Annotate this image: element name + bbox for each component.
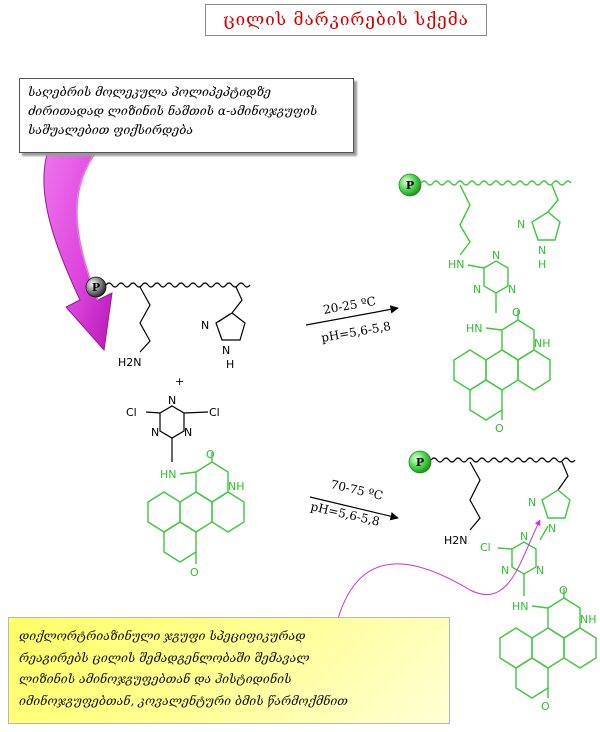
svg-text:Cl: Cl <box>480 541 491 554</box>
dye-reagent: Cl Cl N N N HN O NH O <box>126 394 245 579</box>
info-box: დიქლორტრიაზინული ჯგუფი სპეციფიკურად რეაგ… <box>8 617 450 724</box>
product1-protein-label: P <box>406 179 414 192</box>
svg-text:NH: NH <box>580 613 597 626</box>
protein-label: P <box>92 281 100 294</box>
svg-text:N: N <box>508 283 516 296</box>
svg-text:N: N <box>151 426 159 439</box>
svg-text:N: N <box>528 496 536 509</box>
svg-text:N: N <box>473 283 481 296</box>
svg-text:N: N <box>201 319 209 332</box>
imidazole-h: H <box>226 358 234 371</box>
svg-text:NH: NH <box>534 337 551 350</box>
protein-ball-green-icon <box>398 173 422 197</box>
note-line-1: საღებრის მოლეკულა პოლიპეპტიდზე <box>28 85 271 99</box>
svg-text:N: N <box>548 522 556 535</box>
amine-label: H2N <box>118 356 142 369</box>
svg-text:N: N <box>492 249 500 262</box>
info-line-4: იმინოჯგუფებთან, კოვალენტური ბმის წარმოქმ… <box>19 693 348 708</box>
svg-text:O: O <box>559 584 568 597</box>
svg-text:HN: HN <box>160 468 177 481</box>
plus-sign: + <box>175 375 184 388</box>
note-box: საღებრის მოლეკულა პოლიპეპტიდზე ძირითადად… <box>19 78 354 153</box>
cl-right: Cl <box>209 406 220 419</box>
note-line-2: ძირითადად ლიზინის ნაშთის α-ამინოჯგუფის <box>28 104 318 118</box>
protein-reagent: P H2N N N H <box>85 276 251 371</box>
svg-text:N: N <box>168 394 176 407</box>
protein-ball-icon <box>85 276 107 298</box>
reaction-arrow-1: 20-25 ºC pH=5,6-5,8 <box>305 294 399 345</box>
reaction2-temp: 70-75 ºC <box>329 477 384 503</box>
svg-text:HN: HN <box>512 600 529 613</box>
svg-text:N: N <box>501 564 509 577</box>
svg-text:O: O <box>190 566 199 579</box>
info-line-1: დიქლორტრიაზინული ჯგუფი სპეციფიკურად <box>19 629 306 643</box>
callout-line <box>336 519 541 623</box>
svg-text:NH: NH <box>228 480 245 493</box>
svg-text:N: N <box>538 244 546 257</box>
product2-protein-label: P <box>416 456 424 469</box>
product-2: P H2N N N Cl N N N HN O NH O <box>408 450 597 713</box>
svg-text:N: N <box>520 530 528 543</box>
svg-text:N: N <box>536 564 544 577</box>
reaction1-ph: pH=5,6-5,8 <box>320 319 392 345</box>
cl-left: Cl <box>126 406 137 419</box>
protein-ball-green-icon <box>408 450 432 474</box>
note-line-3: საშუალებით ფიქსირდება <box>28 123 194 137</box>
svg-text:N: N <box>222 344 230 357</box>
svg-text:H: H <box>538 258 546 271</box>
svg-text:HN: HN <box>466 322 483 335</box>
info-line-2: რეაგირებს ცილის შემადგენლობაში შემავალ <box>19 650 310 665</box>
product-1: P HN N N H N N N HN O NH O <box>398 173 572 435</box>
page-title: ცილის მარკირების სქემა <box>223 10 469 30</box>
svg-text:H2N: H2N <box>444 534 468 547</box>
info-line-3: ლიზინის ამინოჯგუფებთან და ჰისტიდინის <box>19 672 292 686</box>
reaction-arrow-2: 70-75 ºC pH=5,6-5,8 <box>309 477 399 529</box>
svg-text:N: N <box>517 218 525 231</box>
svg-text:O: O <box>206 448 215 461</box>
curved-arrow-icon <box>43 122 113 352</box>
svg-text:O: O <box>541 700 550 713</box>
title-box: ცილის მარკირების სქემა <box>205 4 487 36</box>
svg-text:O: O <box>512 306 521 319</box>
svg-text:HN: HN <box>448 258 465 271</box>
reaction2-ph: pH=5,6-5,8 <box>309 499 381 528</box>
svg-text:N: N <box>184 426 192 439</box>
svg-text:O: O <box>495 422 504 435</box>
